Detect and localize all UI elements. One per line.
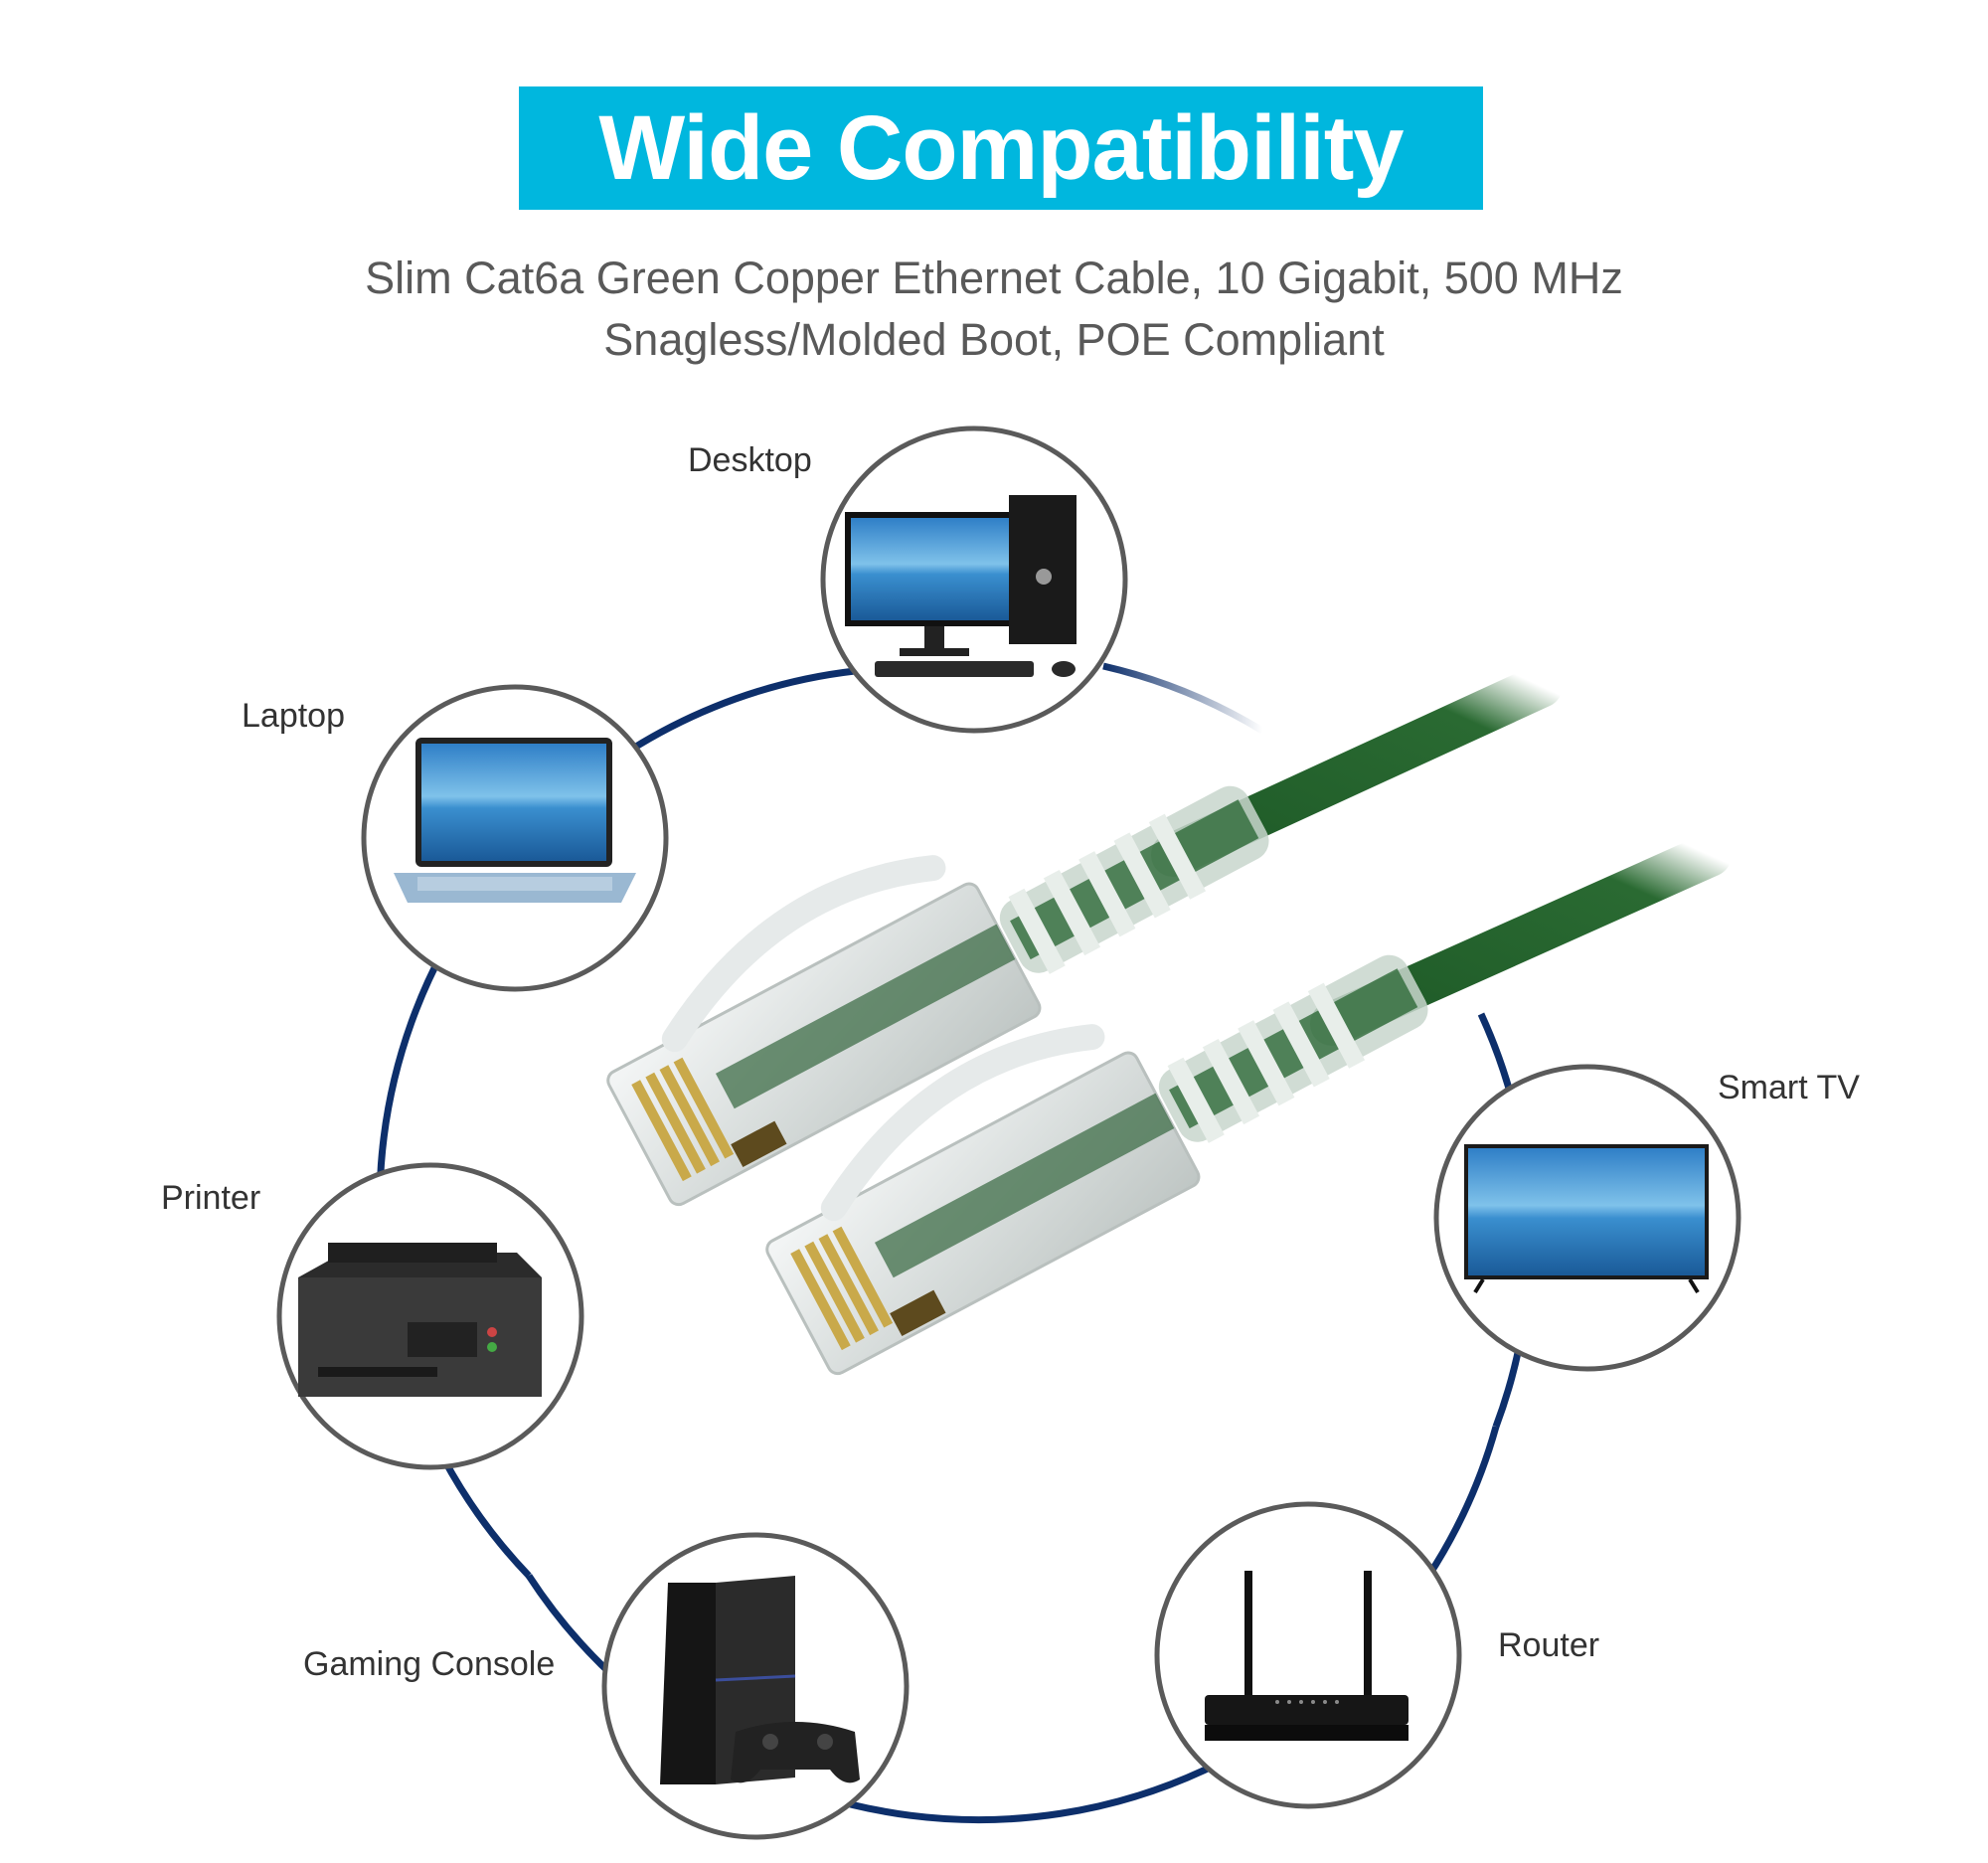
label-laptop: Laptop: [242, 697, 345, 735]
laptop-icon: [394, 738, 636, 903]
label-printer: Printer: [161, 1179, 261, 1217]
gaming-console-device: [601, 1532, 910, 1840]
label-smart-tv: Smart TV: [1718, 1069, 1860, 1106]
desktop-device: [820, 425, 1128, 734]
label-desktop: Desktop: [688, 441, 812, 479]
label-router: Router: [1498, 1626, 1600, 1664]
desktop-icon: [845, 495, 1077, 677]
laptop-device: [361, 684, 669, 992]
ethernet-cable-image: [606, 664, 1732, 1376]
router-device: [1154, 1501, 1462, 1809]
console-icon: [660, 1576, 860, 1784]
label-gaming-console: Gaming Console: [303, 1645, 556, 1683]
subtitle-line-1: Slim Cat6a Green Copper Ethernet Cable, …: [365, 253, 1623, 303]
router-icon: [1205, 1571, 1408, 1741]
page-title: Wide Compatibility: [598, 96, 1404, 199]
printer-device: [276, 1162, 584, 1470]
smart-tv-device: [1433, 1064, 1741, 1372]
printer-icon: [298, 1243, 542, 1397]
smart-tv-icon: [1464, 1144, 1709, 1294]
subtitle-line-2: Snagless/Molded Boot, POE Compliant: [603, 314, 1385, 365]
title-banner: Wide Compatibility: [519, 86, 1483, 210]
